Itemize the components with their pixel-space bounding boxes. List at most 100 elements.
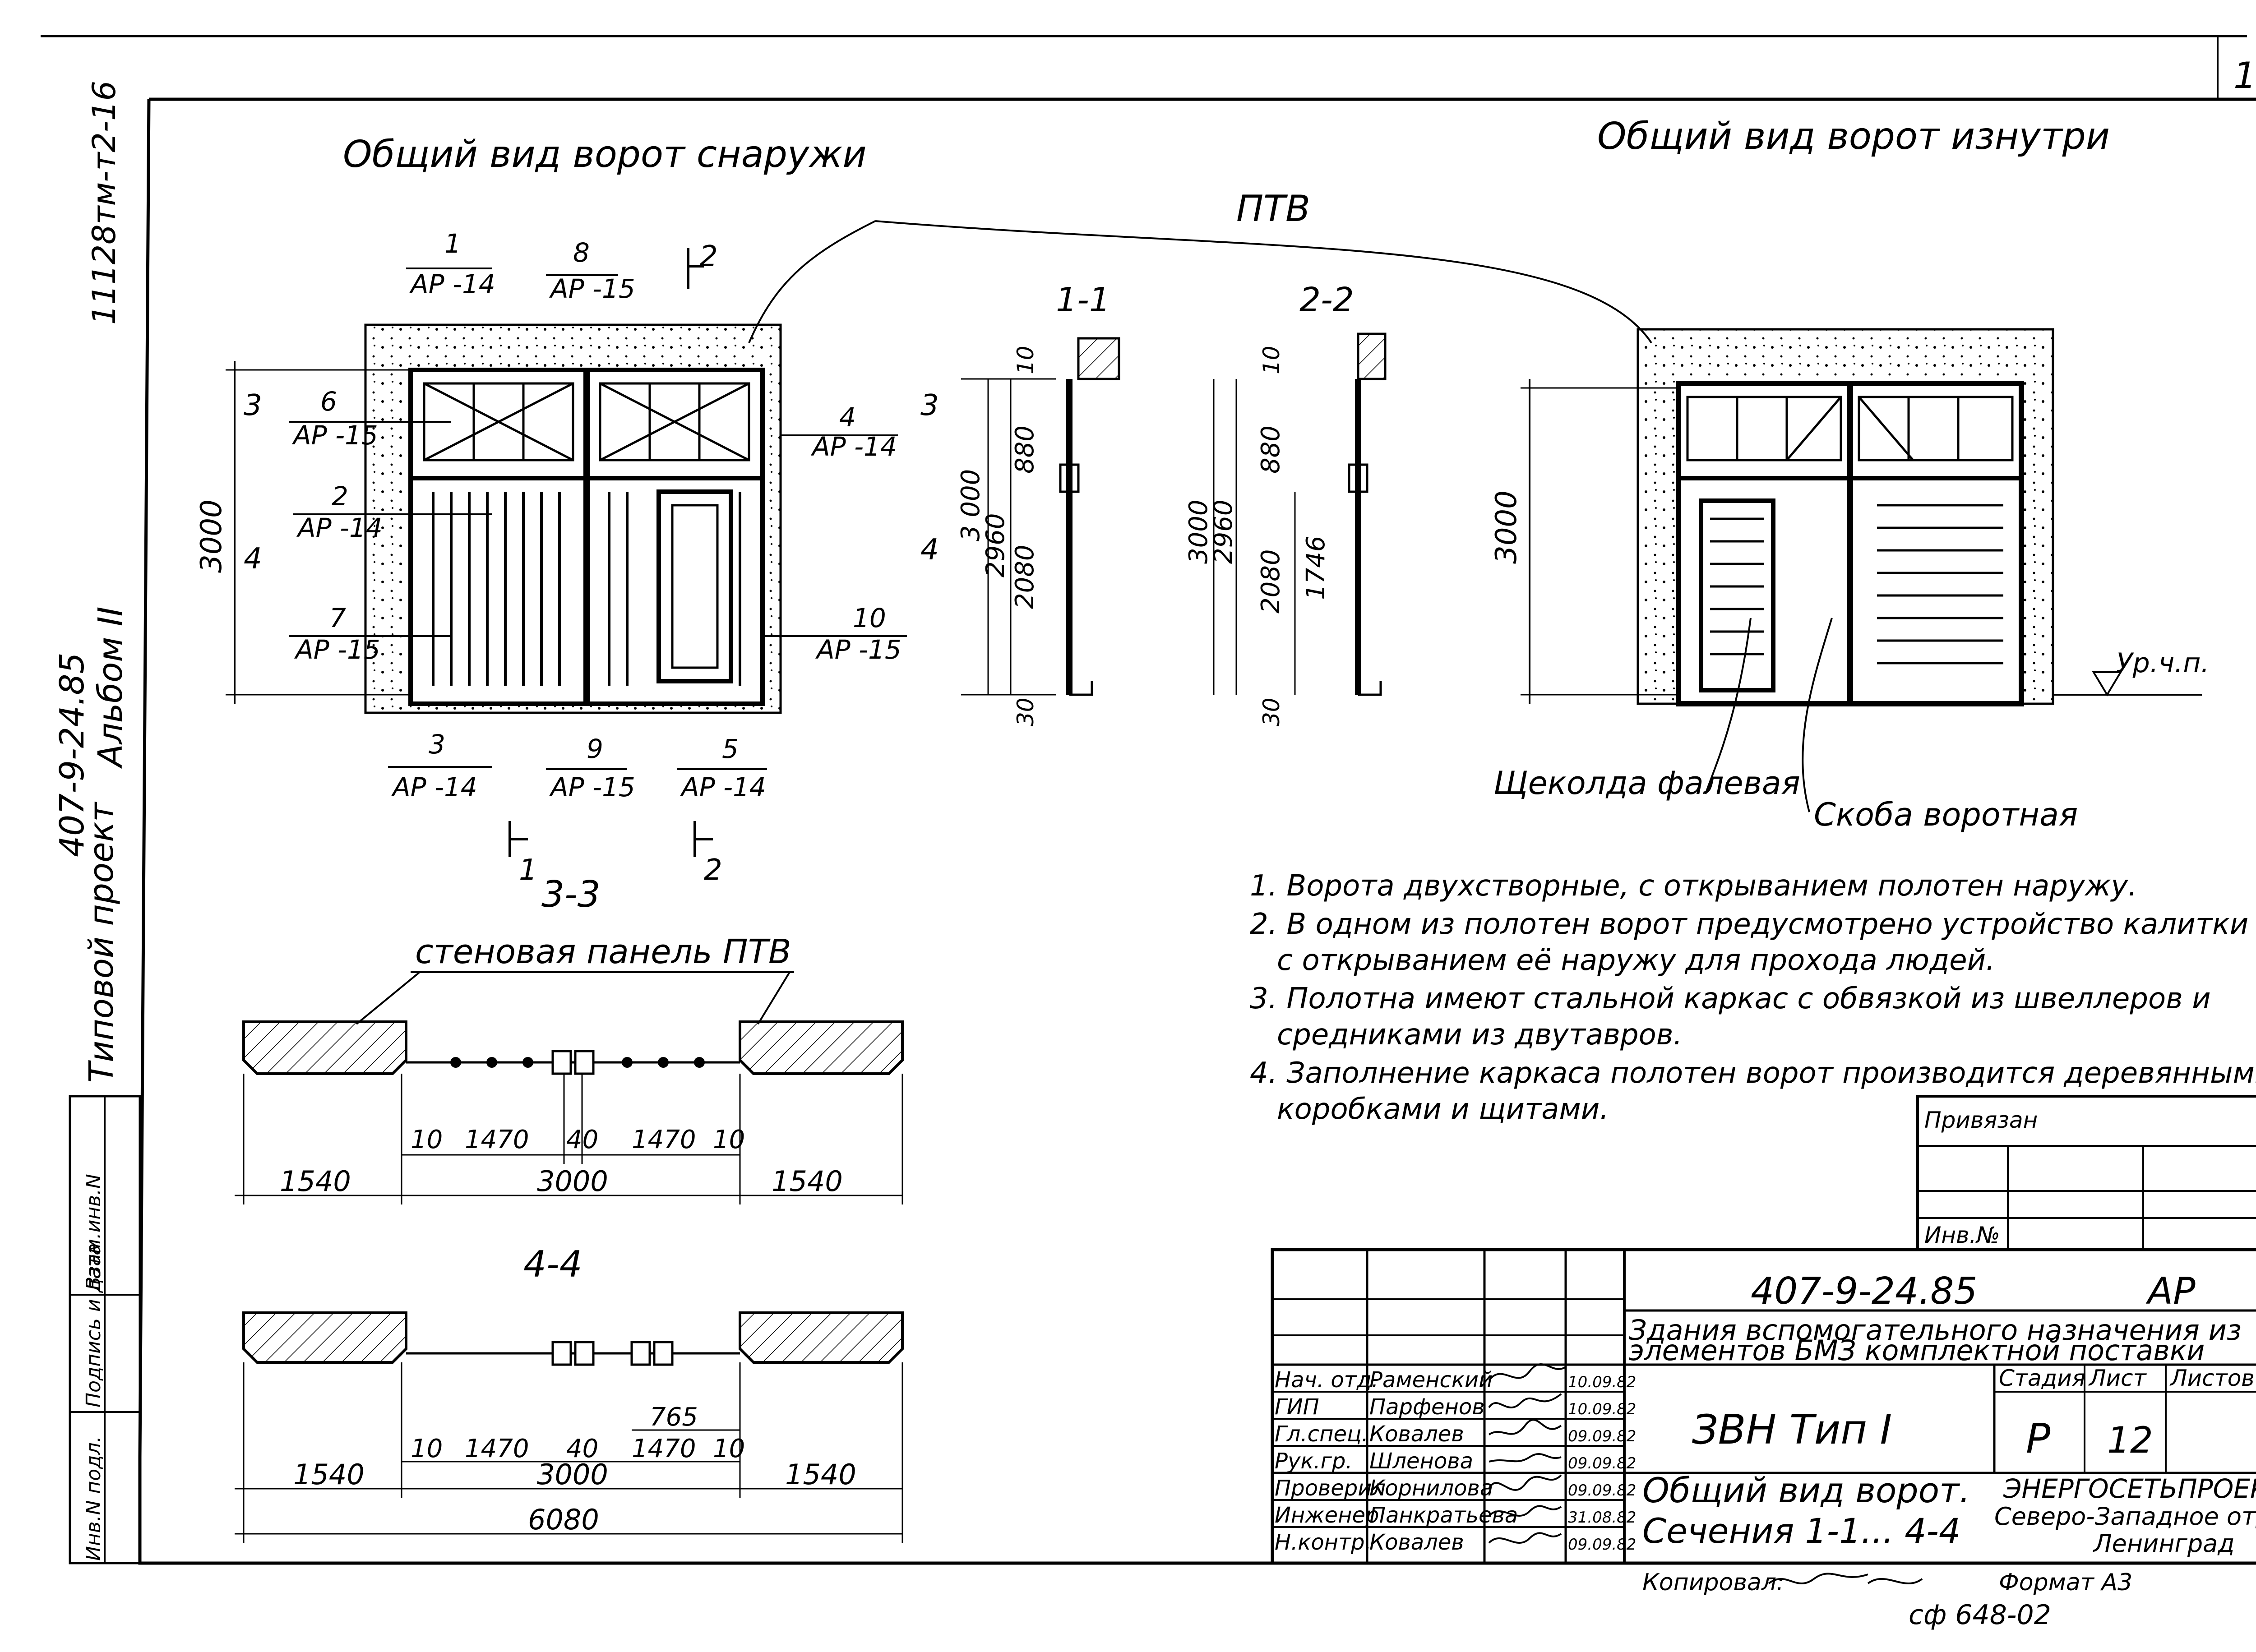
stamp-inv-podl: Инв.N подл. [82, 1436, 105, 1561]
svg-text:10: 10 [411, 1125, 443, 1154]
svg-text:2960: 2960 [1209, 499, 1238, 564]
callout-5-num: 5 [722, 734, 739, 764]
floor-level-label: Ур.ч.п. [2116, 647, 2210, 679]
svg-text:09.09.82: 09.09.82 [1568, 1481, 1636, 1500]
svg-text:Ковалев: Ковалев [1369, 1421, 1464, 1447]
stamp-replace-inv: Взам.инв.N [82, 1174, 105, 1290]
wall-panel-label: стеновая панель ПТВ [415, 932, 791, 971]
section-3-3 [235, 1020, 904, 1204]
side-typical-project: Типовой проект [82, 802, 121, 1083]
binding-label: Привязан [1924, 1107, 2038, 1133]
svg-text:6080: 6080 [528, 1503, 599, 1536]
svg-text:Парфенов: Парфенов [1369, 1394, 1485, 1420]
svg-text:Рук.гр.: Рук.гр. [1275, 1449, 1353, 1474]
svg-text:Ковалев: Ковалев [1369, 1530, 1464, 1555]
svg-text:09.09.82: 09.09.82 [1568, 1536, 1636, 1554]
svg-text:1540: 1540 [293, 1458, 365, 1491]
svg-text:3000: 3000 [1184, 499, 1213, 564]
note-3-cont: средниками из двутавров. [1277, 1018, 1683, 1052]
outside-view-title: Общий вид ворот снаружи [343, 133, 867, 176]
callout-3-ref: АР -14 [391, 772, 477, 803]
callout-2-ref: АР -14 [296, 512, 383, 543]
outside-height-dim: 3000 [195, 499, 228, 573]
callout-4-ref: АР -14 [810, 431, 897, 462]
svg-text:10: 10 [1012, 346, 1039, 374]
svg-text:2080: 2080 [1256, 549, 1285, 614]
svg-text:10.09.82: 10.09.82 [1568, 1373, 1636, 1391]
signatures [1488, 1363, 1567, 1544]
svg-text:1540: 1540 [772, 1165, 843, 1198]
section-marks: 2 3 4 3 4 1 2 [244, 240, 939, 887]
callout-8-num: 8 [573, 237, 590, 268]
svg-text:3000: 3000 [537, 1458, 608, 1491]
svg-text:40: 40 [566, 1125, 598, 1154]
svg-text:1540: 1540 [280, 1165, 351, 1198]
svg-text:880: 880 [1010, 425, 1040, 474]
inside-gate-view [1521, 328, 2202, 812]
tb-building: Здания вспомогательного назначения из [1629, 1314, 2242, 1347]
note-1: 1. Ворота двухстворные, с открыванием по… [1250, 869, 2137, 903]
tb-code: 407-9-24.85 [1751, 1270, 1978, 1313]
callout-5-ref: АР -14 [680, 772, 766, 803]
section-2-2 [1213, 332, 1387, 696]
copied-by: Копировал: [1642, 1569, 1784, 1596]
callout-7-ref: АР -15 [294, 634, 380, 665]
svg-text:1470: 1470 [632, 1434, 696, 1463]
ptv-leader-right [875, 220, 1652, 344]
order-number: сф 648-02 [1909, 1599, 2051, 1631]
svg-text:2080: 2080 [1010, 545, 1040, 609]
section-4-4-title: 4-4 [523, 1243, 582, 1285]
svg-text:3: 3 [244, 389, 262, 422]
note-2: 2. В одном из полотен ворот предусмотрен… [1250, 908, 2248, 941]
svg-text:1470: 1470 [465, 1125, 529, 1154]
svg-text:10: 10 [713, 1125, 745, 1154]
svg-text:09.09.82: 09.09.82 [1568, 1427, 1636, 1445]
callouts: 1 АР -14 8 АР -15 6 АР -15 2 АР -14 7 АР… [289, 228, 907, 803]
svg-text:Нач. отд.: Нач. отд. [1275, 1367, 1378, 1393]
tb-org3: Ленинград [2093, 1529, 2235, 1558]
callout-10-num: 10 [853, 603, 886, 633]
binding-table: Привязан Инв.№ [1916, 1095, 2256, 1251]
svg-text:09.09.82: 09.09.82 [1568, 1454, 1636, 1472]
title-block: 407-9-24.85 АР Здания вспомогательного н… [1271, 1248, 2256, 1565]
svg-text:3: 3 [920, 389, 939, 422]
callout-1-num: 1 [444, 228, 461, 259]
ptv-label: ПТВ [1236, 188, 1310, 230]
svg-text:ГИП: ГИП [1275, 1394, 1319, 1420]
binding-inv: Инв.№ [1924, 1222, 2000, 1248]
copied-signature [1768, 1573, 1923, 1584]
svg-text:40: 40 [566, 1434, 598, 1463]
note-3: 3. Полотна имеют стальной каркас с обвяз… [1250, 982, 2211, 1015]
section-3-3-title: 3-3 [541, 873, 601, 915]
left-stamp-columns: Инв.N подл. Подпись и дата Взам.инв.N [69, 1095, 141, 1564]
callout-6-num: 6 [320, 386, 337, 417]
side-project-id: 407-9-24.85 [53, 652, 92, 857]
tb-building2: элементов БМЗ комплектной поставки [1629, 1334, 2205, 1367]
svg-text:10: 10 [1258, 346, 1285, 374]
svg-text:10.09.82: 10.09.82 [1568, 1400, 1636, 1418]
svg-text:Инженер: Инженер [1275, 1503, 1379, 1528]
section-2-2-title: 2-2 [1299, 281, 1354, 319]
svg-text:4: 4 [920, 533, 939, 567]
side-project-code: 11128тм-т2-16 [86, 81, 123, 325]
svg-text:765: 765 [650, 1403, 698, 1432]
tb-sheet-title2: Сечения 1-1... 4-4 [1642, 1511, 1960, 1551]
svg-text:30: 30 [1258, 697, 1285, 726]
svg-text:Н.контр.: Н.контр. [1275, 1530, 1372, 1555]
tb-org2: Северо-Западное отделение [1994, 1502, 2256, 1531]
svg-text:1470: 1470 [632, 1125, 696, 1154]
tb-mark: АР [2145, 1270, 2196, 1313]
svg-text:2: 2 [704, 854, 722, 887]
tb-stage: Р [2026, 1415, 2051, 1463]
svg-text:2960: 2960 [981, 513, 1010, 577]
notes: 1. Ворота двухстворные, с открыванием по… [1250, 869, 2256, 1126]
tb-object: ЗВН Тип I [1692, 1406, 1892, 1454]
callout-8-ref: АР -15 [549, 273, 635, 304]
tb-sheet-h: Лист [2088, 1365, 2147, 1391]
page-number: 15 [2233, 55, 2256, 97]
tb-sheet-title: Общий вид ворот. [1642, 1470, 1970, 1510]
stamp-signature-date: Подпись и дата [82, 1243, 105, 1407]
svg-text:3000: 3000 [537, 1165, 608, 1198]
tb-sheets-h: Листов [2169, 1365, 2255, 1391]
svg-text:30: 30 [1012, 697, 1039, 726]
